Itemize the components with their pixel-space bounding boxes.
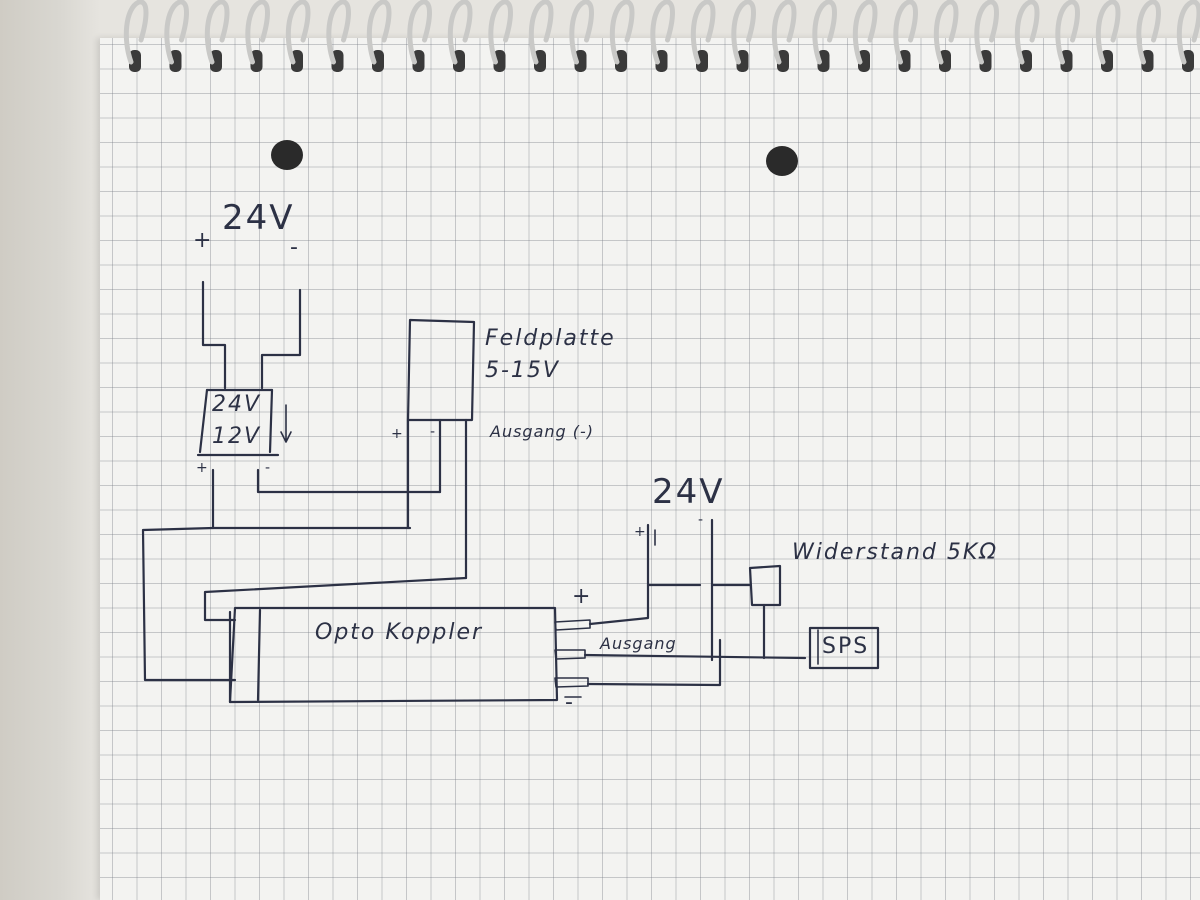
punch-hole-right [766, 146, 798, 176]
plc-box [808, 626, 880, 670]
supply-top-minus-label: - [290, 235, 298, 260]
graph-paper-sheet [100, 38, 1200, 900]
field-plate-plus-label: + [391, 426, 403, 442]
supply-loop-wire [141, 526, 237, 682]
converter-input-label: 24V [212, 392, 262, 417]
resistor [710, 564, 782, 660]
field-plate-output-wire [203, 576, 468, 622]
field-plate-name-label: Feldplatte [485, 326, 616, 351]
supply-top-voltage-label: 24V [222, 198, 295, 238]
converter-output-wires [211, 468, 442, 530]
plc-label: SPS [822, 634, 870, 659]
converter-plus-label: + [196, 460, 208, 476]
field-plate-output-label: Ausgang (-) [490, 422, 595, 441]
supply-right-minus-label: - [698, 512, 704, 528]
optocoupler-output-label: Ausgang [600, 634, 677, 653]
optocoupler-box [228, 606, 591, 704]
supply-top-wires [201, 280, 302, 390]
punch-hole-left [271, 140, 303, 170]
field-plate-voltage-label: 5-15V [485, 358, 560, 383]
supply-right-voltage-label: 24V [652, 472, 725, 512]
supply-top-plus-label: + [193, 228, 212, 253]
resistor-label: Widerstand 5KΩ [792, 540, 999, 565]
field-plate-minus-label: - [430, 424, 436, 440]
field-plate-sensor [406, 318, 476, 580]
optocoupler-minus-label: - [565, 690, 573, 715]
converter-output-label: 12V [212, 424, 262, 449]
output-wiring [583, 518, 807, 687]
converter-box [196, 388, 292, 457]
optocoupler-name-label: Opto Koppler [315, 620, 484, 645]
optocoupler-plus-label: + [572, 584, 591, 609]
converter-minus-label: - [265, 460, 271, 476]
supply-right-plus-label: + [634, 524, 646, 540]
